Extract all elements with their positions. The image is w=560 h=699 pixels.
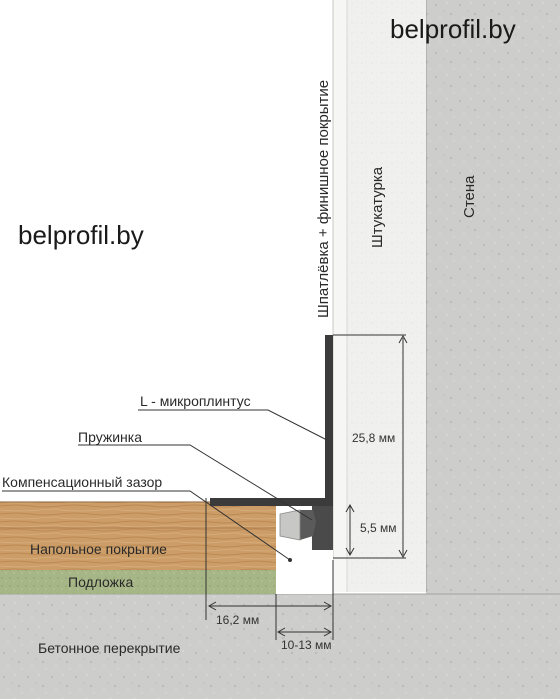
floor-covering-layer bbox=[0, 502, 276, 570]
label-expansion-gap: Компенсационный зазор bbox=[2, 474, 162, 490]
underlay-layer bbox=[0, 570, 276, 594]
label-underlay: Подложка bbox=[68, 574, 133, 590]
plaster-layer bbox=[347, 0, 426, 592]
putty-layer bbox=[333, 0, 347, 592]
watermark-top: belprofil.by bbox=[390, 14, 516, 44]
leader-lines bbox=[2, 409, 328, 561]
concrete-slab bbox=[0, 594, 560, 699]
label-concrete-slab: Бетонное перекрытие bbox=[38, 640, 181, 656]
dim-gap-range: 10-13 мм bbox=[281, 638, 332, 652]
spring-element bbox=[279, 509, 301, 541]
label-plaster: Штукатурка bbox=[369, 166, 386, 248]
dim-height-total: 25,8 мм bbox=[352, 431, 395, 445]
dim-height-lower: 5,5 мм bbox=[360, 521, 397, 535]
label-l-baseboard: L - микроплинтус bbox=[140, 393, 251, 409]
label-putty-finish: Шпатлёвка + финишное покрытие bbox=[315, 80, 332, 318]
wall-block bbox=[426, 0, 560, 600]
watermark-middle: belprofil.by bbox=[18, 220, 144, 250]
dimension-lines bbox=[205, 334, 408, 640]
gap-marker-dot bbox=[288, 558, 292, 562]
label-wall: Стена bbox=[461, 175, 478, 218]
dim-depth-profile: 16,2 мм bbox=[216, 613, 259, 627]
label-spring: Пружинка bbox=[78, 429, 142, 445]
profile-foot bbox=[312, 506, 333, 550]
profile-clip bbox=[300, 510, 316, 540]
label-floor-covering: Напольное покрытие bbox=[30, 541, 167, 557]
l-baseboard-profile bbox=[210, 335, 333, 506]
